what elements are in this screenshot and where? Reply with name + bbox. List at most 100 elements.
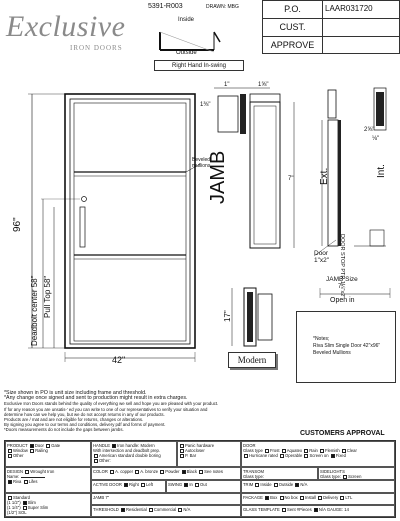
ltl-checkbox[interactable] <box>340 495 345 500</box>
handle-option: Other: <box>99 458 111 463</box>
right-option: Right <box>129 482 139 487</box>
beveled-mullions-label: Beveled mullions <box>192 157 211 169</box>
lifes-option: Lifes <box>28 479 38 484</box>
jamb-cell: JAMB 7" <box>91 493 241 505</box>
screen-label: Screen <box>348 474 362 479</box>
box-checkbox[interactable] <box>265 495 270 500</box>
gate-option: Gate <box>51 443 61 448</box>
bronze-checkbox[interactable] <box>135 469 140 474</box>
rain-option: Rain <box>309 448 318 453</box>
trim-na-checkbox[interactable] <box>295 482 300 487</box>
handle-option: American standard double boring <box>99 453 161 458</box>
residential-checkbox[interactable] <box>121 507 125 512</box>
right-checkbox[interactable] <box>124 482 129 487</box>
note-line: If for any reason you are unsatis-' ed y… <box>4 406 208 412</box>
sent-pieces-checkbox[interactable] <box>282 507 287 512</box>
operable-checkbox[interactable] <box>280 453 285 458</box>
swing-label: SWING <box>168 482 183 487</box>
screen-on-checkbox[interactable] <box>304 453 309 458</box>
no-box-checkbox[interactable] <box>279 495 284 500</box>
lifes-checkbox[interactable] <box>23 479 28 484</box>
frost-option: Frost <box>269 448 280 453</box>
in-checkbox[interactable] <box>184 482 189 487</box>
note-line: *Doors measurements do not include the g… <box>4 427 124 433</box>
out-checkbox[interactable] <box>195 482 200 487</box>
door-width-label: 42" <box>112 355 126 365</box>
screen-checkbox[interactable] <box>343 474 348 479</box>
flemish-option: Flemish <box>325 448 340 453</box>
american-standard-checkbox[interactable] <box>94 453 98 458</box>
hardware-cell: Panic hardware Autocloser P. Bar <box>177 441 241 467</box>
window-option: Window <box>13 448 28 453</box>
design-label: DESIGN <box>7 469 24 474</box>
design-name-field[interactable] <box>20 474 45 478</box>
product-label: PRODUCT <box>7 443 28 448</box>
trim-label: TRIM <box>243 482 254 487</box>
pbar-checkbox[interactable] <box>180 453 184 458</box>
slim-option: Slim (1 1/4") <box>7 500 36 510</box>
handle-detail-drawing <box>231 287 273 347</box>
po-row: P.O. LAAR031720 <box>263 1 399 19</box>
sidelights-glass-label: Glass type: <box>320 474 341 479</box>
other-checkbox[interactable] <box>8 453 12 458</box>
rain-checkbox[interactable] <box>304 448 309 453</box>
jamb-section-drawing <box>214 87 391 298</box>
left-option: Left <box>145 482 153 487</box>
swing-outside-label: Outside <box>176 50 197 56</box>
copper-checkbox[interactable] <box>110 469 115 474</box>
ltl-option: LTL <box>345 495 353 500</box>
jamb-dim-7: 7" <box>288 176 294 182</box>
railing-option: Railing <box>35 448 48 453</box>
install-option: Install <box>304 495 316 500</box>
see-notes-checkbox[interactable] <box>199 469 204 474</box>
note-line: Exclusive Iron Doors stands behind the q… <box>4 401 219 407</box>
handle-style: Modern <box>228 352 276 368</box>
riva-checkbox[interactable] <box>8 479 12 484</box>
powder-checkbox[interactable] <box>160 469 165 474</box>
threshold-cell: THRESHOLD Residential Commercial N/A <box>91 505 241 517</box>
bronze-option: A. bronze <box>140 469 159 474</box>
clear-option: Clear <box>346 448 357 453</box>
trim-inside-checkbox[interactable] <box>255 482 260 487</box>
handle-height-label: 17" <box>223 310 232 322</box>
railing-checkbox[interactable] <box>30 448 35 453</box>
door-glass-cell: DOOR Glass type Frost Aquatex Rain Flemi… <box>241 441 395 467</box>
threshold-na-checkbox[interactable] <box>178 507 183 512</box>
handle-cell: HANDLE Iron handle: Modern With intersec… <box>91 441 177 467</box>
trim-outside-checkbox[interactable] <box>273 482 278 487</box>
jamb-size-label: JAMB Size <box>326 276 358 283</box>
handle-other-checkbox[interactable] <box>94 458 98 463</box>
handle-value: Iron handle: Modern <box>117 443 155 448</box>
glass-template-na-checkbox[interactable] <box>313 507 318 512</box>
handle-label: HANDLE <box>93 443 110 448</box>
autocloser-checkbox[interactable] <box>180 448 184 453</box>
gate-checkbox[interactable] <box>46 443 51 448</box>
po-label: P.O. <box>263 1 323 18</box>
note-line: By signing you agree to our terms and co… <box>4 422 166 428</box>
black-checkbox[interactable] <box>181 469 186 474</box>
handle-option: With intersection and deadbolt prep. <box>93 448 161 453</box>
trim-cell: TRIM Inside Outside N/A <box>241 480 395 493</box>
hurricane-option: Hurricane rated <box>249 453 278 458</box>
swing-inside-label: Inside <box>178 17 195 23</box>
commercial-checkbox[interactable] <box>148 507 153 512</box>
slim-checkbox[interactable] <box>22 500 27 505</box>
delivery-checkbox[interactable] <box>318 495 323 500</box>
swing-type: Right Hand In-swing <box>154 60 244 71</box>
door-checkbox[interactable] <box>29 443 34 448</box>
pbar-option: P. Bar <box>185 453 197 458</box>
delivery-option: Delivery <box>323 495 339 500</box>
fixed-checkbox[interactable] <box>330 453 335 458</box>
operable-option: Operable <box>285 453 303 458</box>
package-cell: PACKAGE Box No box Install Delivery LTL <box>241 493 395 505</box>
interior-label: Int. <box>376 164 387 178</box>
left-checkbox[interactable] <box>140 482 145 487</box>
install-checkbox[interactable] <box>299 495 304 500</box>
panic-checkbox[interactable] <box>180 443 184 448</box>
window-checkbox[interactable] <box>8 448 12 453</box>
hurricane-checkbox[interactable] <box>244 453 248 458</box>
swing-cell: SWING In Out <box>166 480 241 493</box>
po-value: LAAR031720 <box>325 4 373 13</box>
order-number: 5391-R003 <box>148 3 183 10</box>
glass-template-cell: GLASS TEMPLATE Sent #Pieces N/A GAUGE: 1… <box>241 505 395 517</box>
